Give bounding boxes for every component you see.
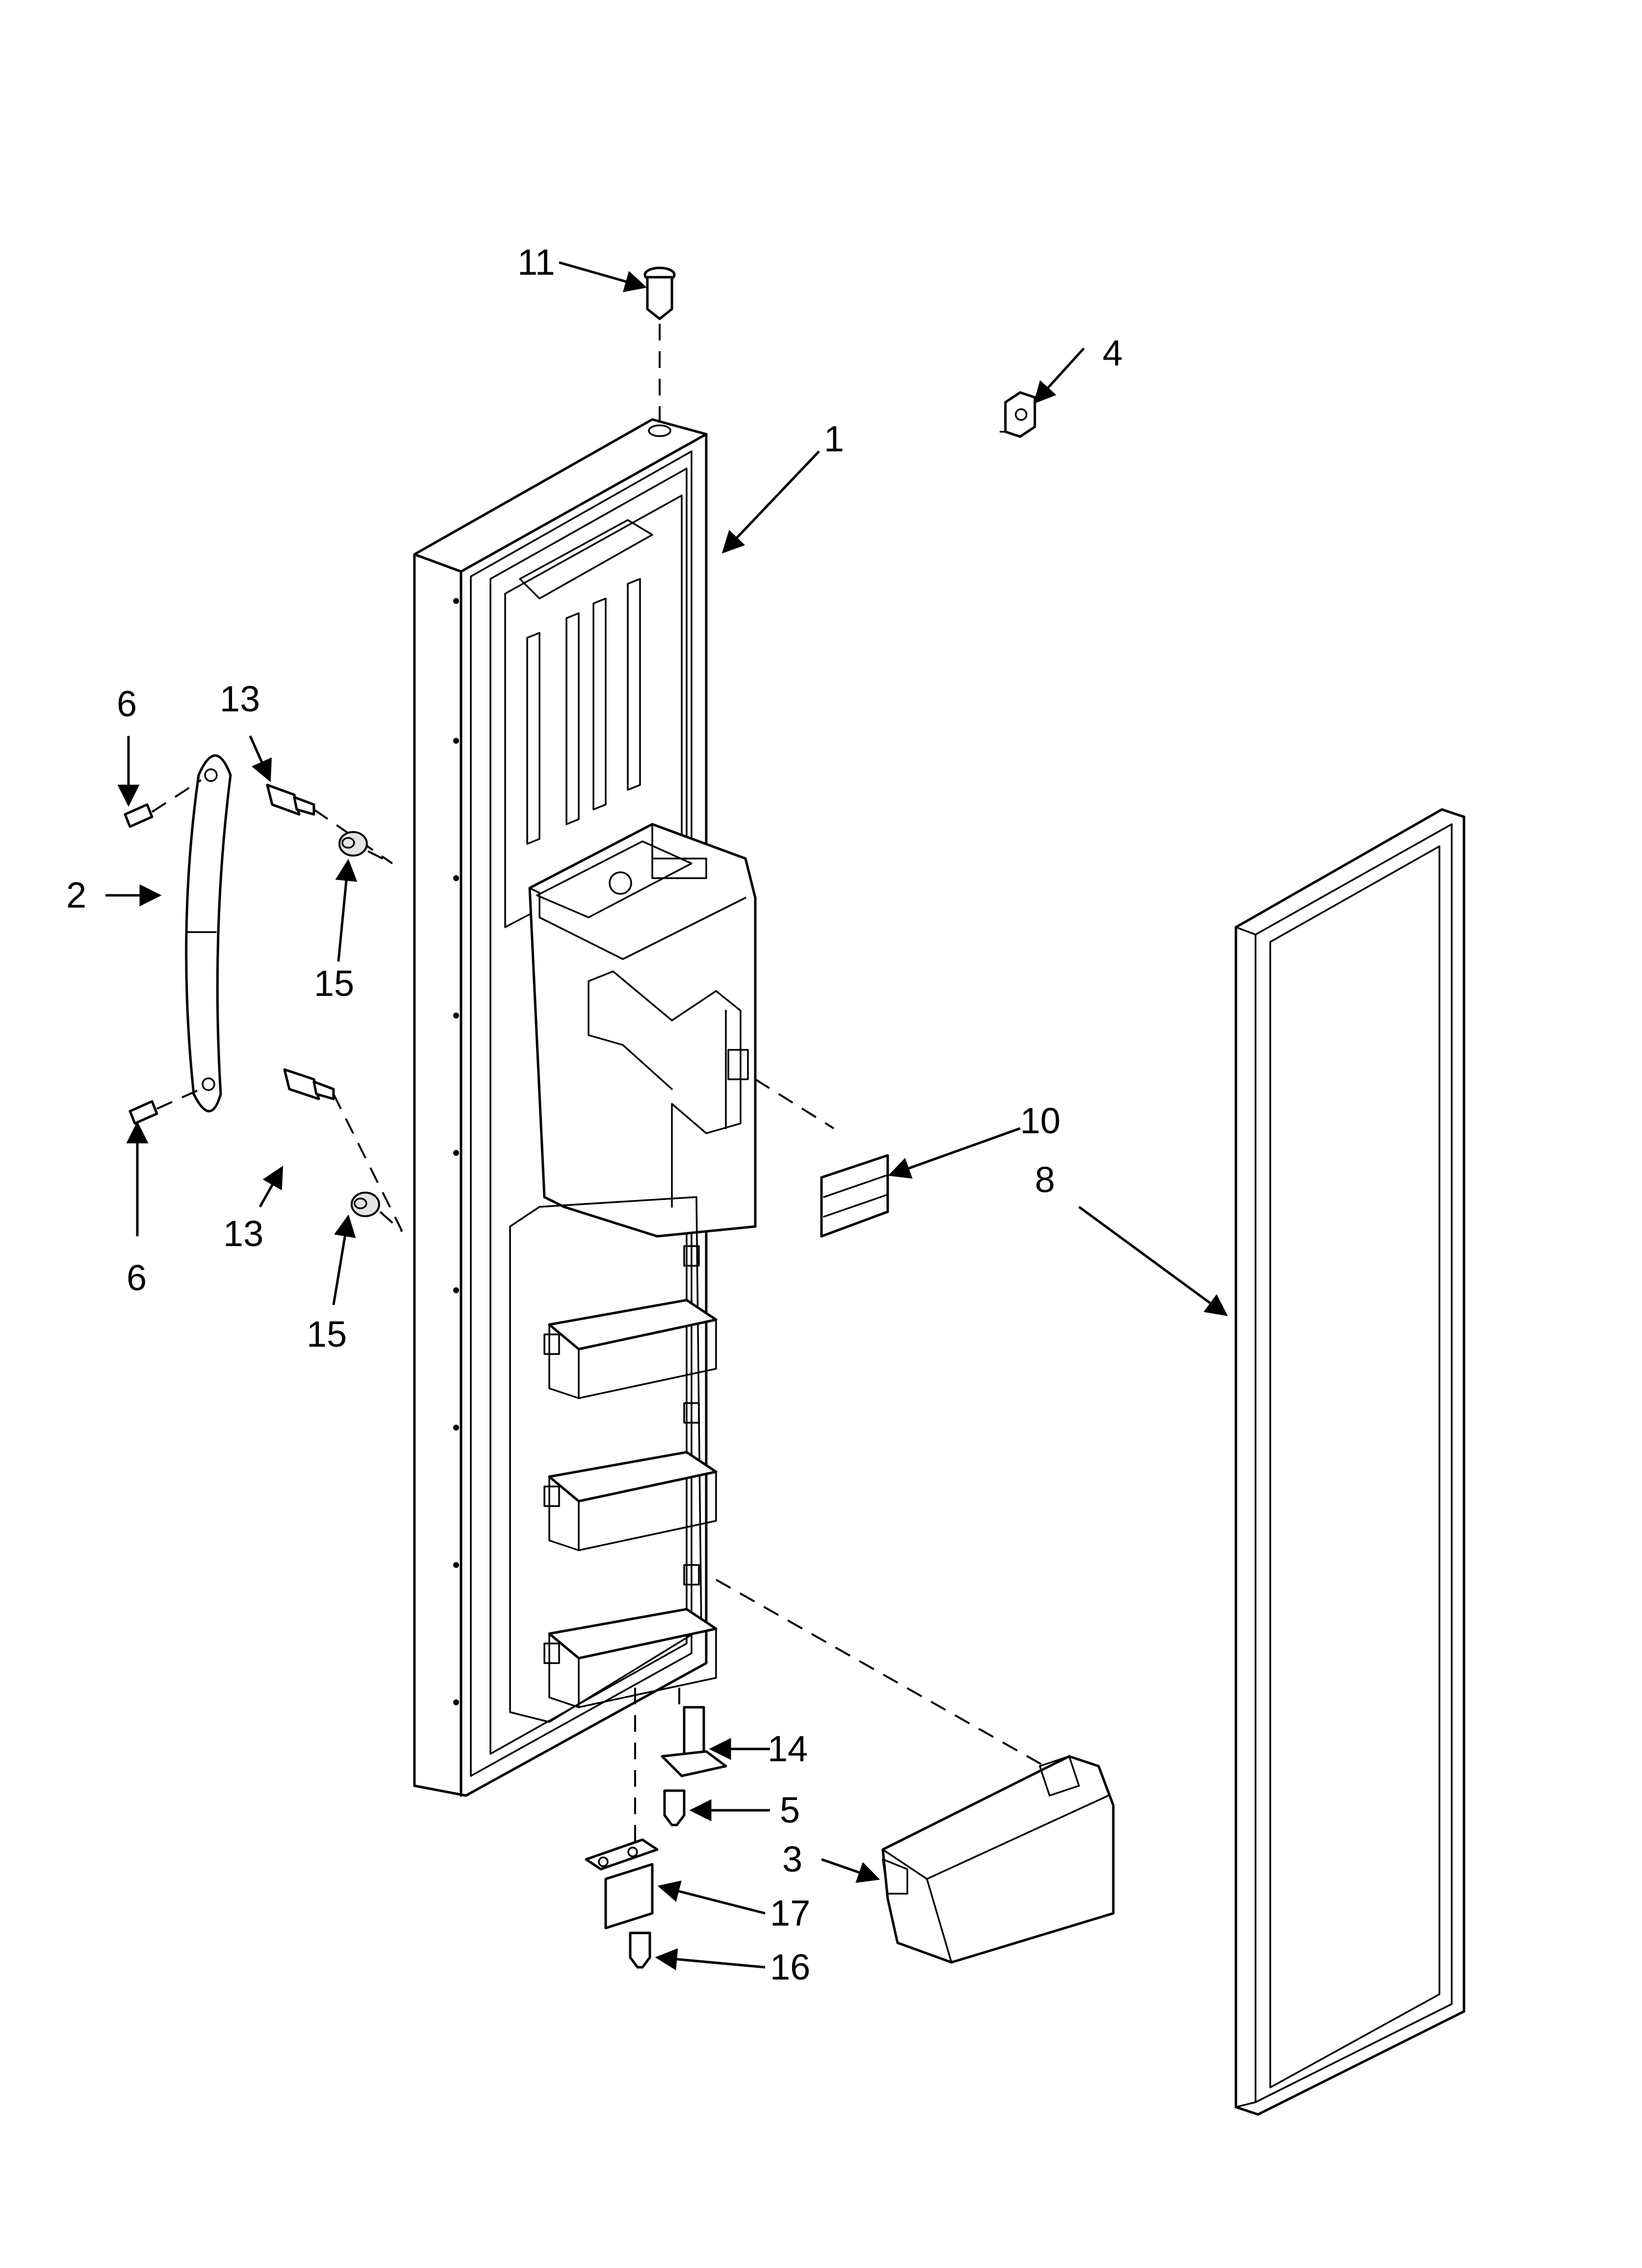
part-15-spacer-bottom [351, 1192, 380, 1217]
callout-8: 8 [1035, 1159, 1055, 1200]
part-11-plug [643, 266, 676, 320]
callout-13-top: 13 [220, 678, 260, 719]
callout-10: 10 [1020, 1100, 1060, 1141]
flange-holes [453, 598, 459, 1705]
part-3-door-bin [881, 1755, 1115, 1964]
handle [185, 754, 232, 1113]
callout-4: 4 [1103, 333, 1123, 373]
callout-17: 17 [770, 1893, 810, 1933]
callout-15-top: 15 [314, 963, 354, 1004]
door-assembly [413, 418, 757, 1797]
callout-labels: 11 4 1 6 13 2 15 10 8 6 13 15 14 5 3 17 … [66, 242, 1123, 1987]
callout-16: 16 [770, 1947, 810, 1987]
part-6-screw-bottom [128, 1100, 158, 1125]
callout-13-bottom: 13 [223, 1213, 263, 1254]
part-15-spacer-top [338, 831, 368, 857]
callout-1: 1 [824, 418, 844, 459]
leader-lines [105, 261, 1228, 1971]
part-13-screw-bottom [283, 1068, 335, 1100]
callout-6-bottom: 6 [127, 1257, 147, 1298]
callout-5: 5 [780, 1790, 800, 1830]
door-gasket [1234, 808, 1465, 2116]
part-10-pad [820, 1154, 889, 1238]
part-4-bracket [1000, 391, 1036, 438]
callout-6-top: 6 [117, 683, 137, 724]
callout-15-bottom: 15 [307, 1314, 347, 1355]
part-14-hinge-pin [661, 1706, 727, 1777]
callout-14: 14 [768, 1728, 808, 1769]
part-6-screw-top [124, 803, 154, 828]
callout-3: 3 [782, 1839, 802, 1879]
part-13-screw-top [266, 783, 315, 816]
part-17-hinge-plate [585, 1838, 659, 1929]
part-16-screw [629, 1931, 651, 1969]
callout-11: 11 [517, 242, 555, 283]
part-5-screw [663, 1789, 686, 1826]
callout-2: 2 [66, 875, 86, 915]
